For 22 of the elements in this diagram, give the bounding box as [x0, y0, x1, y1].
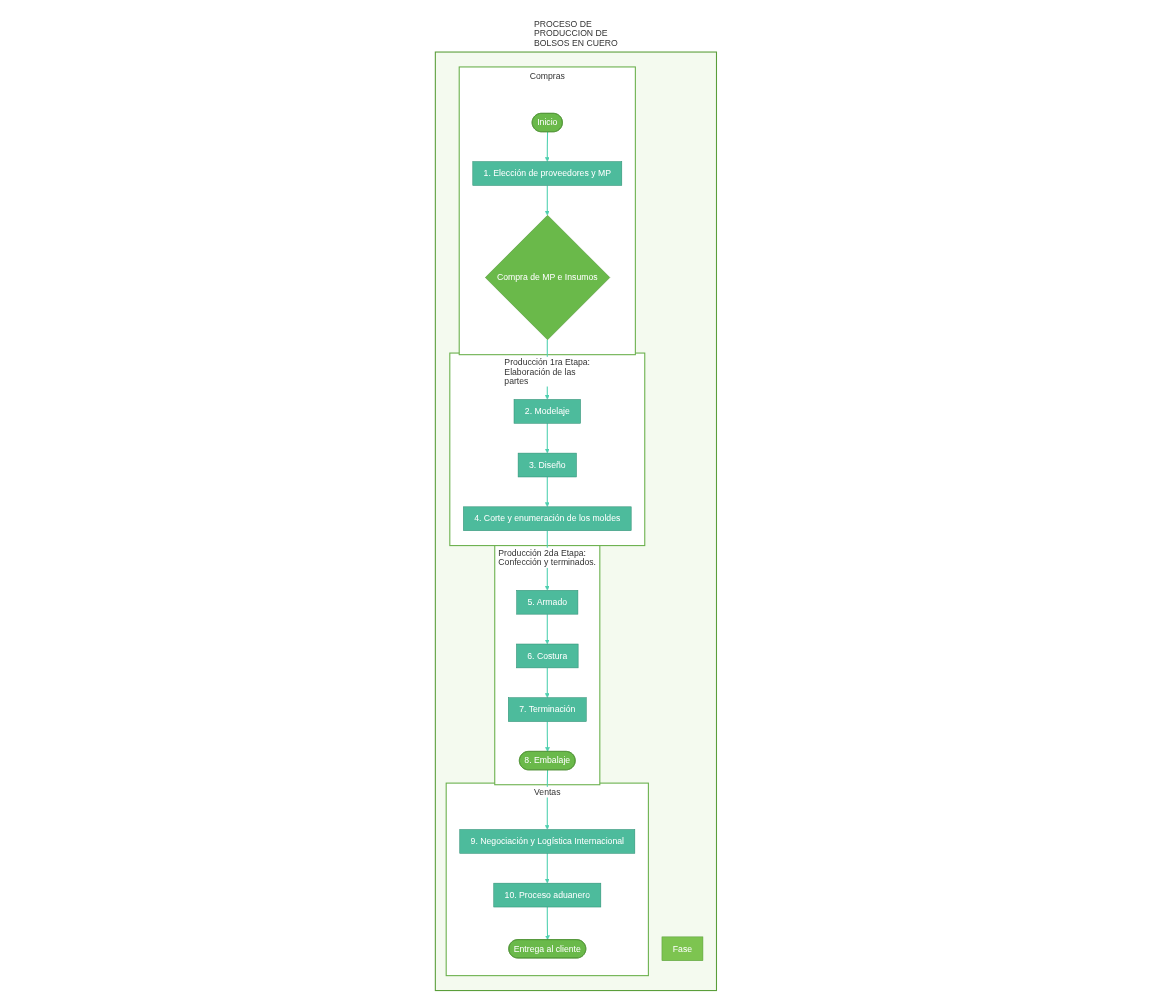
- node-label: PROCESO DE PRODUCCION DE BOLSOS EN CUERO: [534, 18, 618, 48]
- arrow: [545, 422, 550, 453]
- arrow: [545, 666, 550, 698]
- arrow: [545, 720, 550, 752]
- node-box: 2. Modelaje: [513, 398, 581, 424]
- node-box: 6. Costura: [516, 643, 579, 668]
- node-box: 1. Elección de proveedores y MP: [472, 160, 623, 186]
- node-box: 7. Terminación: [508, 697, 587, 722]
- arrow: [545, 613, 550, 644]
- arrow: [545, 906, 550, 940]
- node-box: 10. Proceso aduanero: [493, 882, 602, 907]
- node-box: 3. Diseño: [517, 452, 577, 477]
- arrow: [545, 852, 550, 883]
- node-box: 5. Armado: [516, 589, 579, 614]
- arrow: [545, 131, 550, 162]
- node-box: Fase: [661, 936, 704, 961]
- node-diamond: Compra de MP e Insumos: [485, 214, 611, 340]
- node-box: 4. Corte y enumeración de los moldes: [463, 506, 632, 531]
- cluster: [434, 51, 718, 991]
- node-box: 9. Negociación y Logística Internacional: [459, 828, 636, 854]
- arrow: [545, 475, 550, 507]
- arrow: [545, 184, 550, 216]
